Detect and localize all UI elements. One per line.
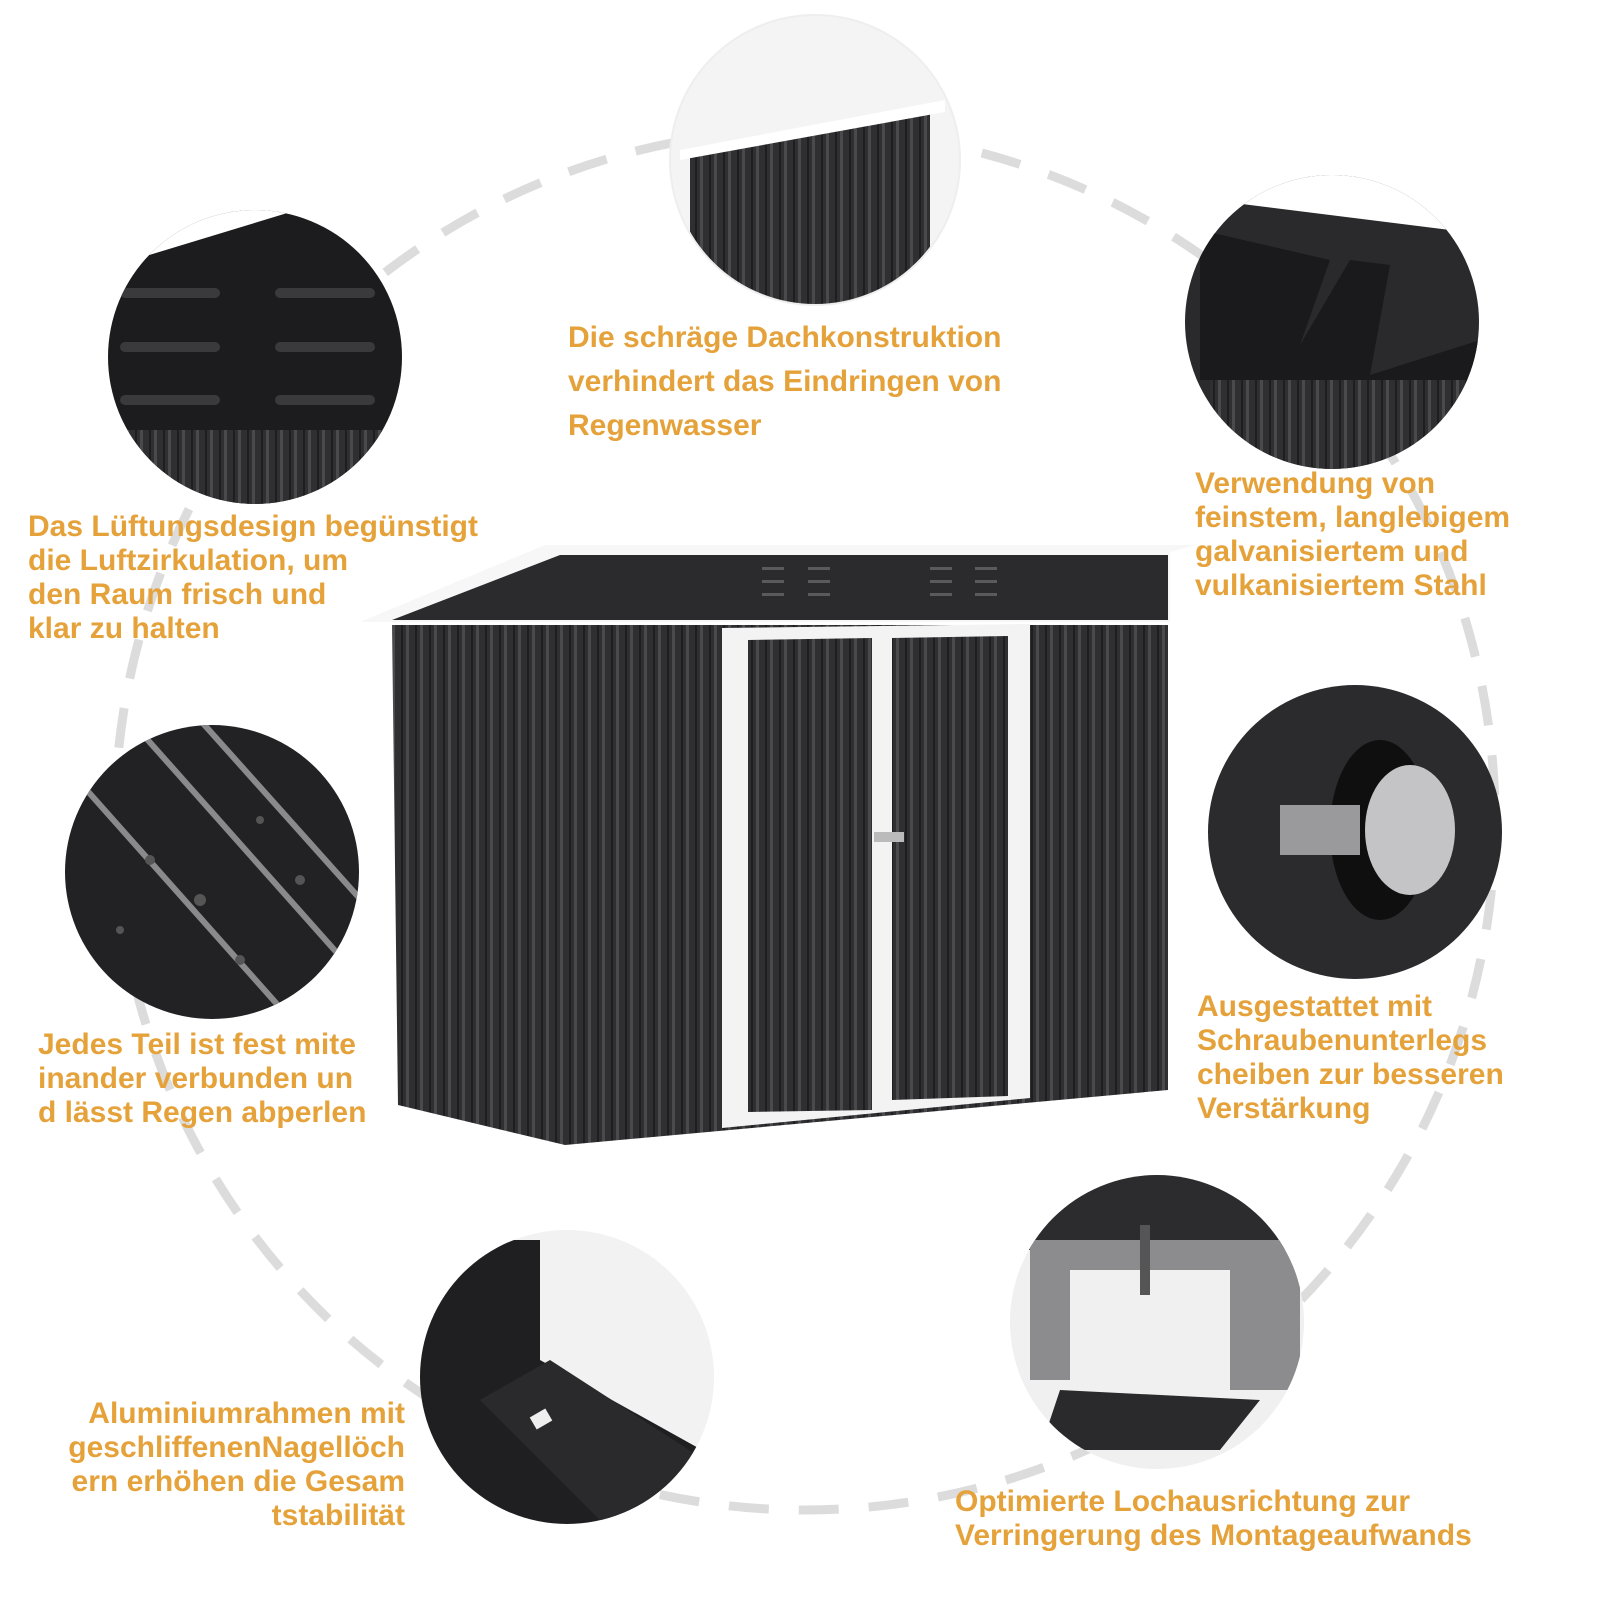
feature-text-line: Optimierte Lochausrichtung zur — [955, 1485, 1411, 1518]
feature-text-line: geschliffenenNagellöch — [68, 1431, 405, 1464]
feature-text-line: ern erhöhen die Gesam — [71, 1465, 405, 1498]
feature-text-line: den Raum frisch und — [28, 578, 327, 611]
feature-text-line: verhindert das Eindringen von — [568, 365, 1002, 398]
feature-text-line: klar zu halten — [28, 612, 220, 645]
feature-text-line: inander verbunden un — [38, 1062, 354, 1095]
frame-corner-image — [420, 1230, 714, 1524]
screw-washer-image — [1208, 685, 1502, 979]
feature-frame: Aluminiumrahmen mit geschliffenenNagellö… — [68, 1397, 405, 1533]
feature-text-line: Verwendung von — [1195, 467, 1436, 500]
feature-panels: Jedes Teil ist fest mite inander verbund… — [38, 1028, 366, 1130]
feature-text-line: Verringerung des Montageaufwands — [955, 1519, 1472, 1552]
feature-text-line: d lässt Regen abperlen — [38, 1096, 367, 1129]
feature-steel: Verwendung von feinstem, langlebigem gal… — [1195, 467, 1510, 603]
feature-text-line: cheiben zur besseren — [1197, 1058, 1504, 1091]
feature-text-line: galvanisiertem und — [1195, 535, 1469, 568]
steel-profile-image — [1185, 175, 1479, 469]
feature-text-line: Die schräge Dachkonstruktion — [568, 321, 1002, 354]
feature-ventilation: Das Lüftungsdesign begünstigt die Luftzi… — [28, 510, 478, 646]
feature-text-line: Verstärkung — [1197, 1092, 1371, 1125]
bracket-screw-image — [1010, 1175, 1304, 1469]
feature-text-line: Ausgestattet mit — [1197, 990, 1433, 1023]
feature-text-line: die Luftzirkulation, um — [28, 544, 348, 577]
wet-panel-image — [65, 725, 359, 1019]
feature-text-line: feinstem, langlebigem — [1195, 501, 1511, 534]
feature-washers: Ausgestattet mit Schraubenunterlegs chei… — [1197, 990, 1504, 1126]
shed-image — [360, 545, 1195, 1145]
feature-text-line: Aluminiumrahmen mit — [88, 1397, 405, 1430]
roof-detail-image — [670, 15, 960, 305]
door-latch-icon — [874, 832, 904, 842]
feature-text-line: Das Lüftungsdesign begünstigt — [28, 510, 478, 543]
feature-holes: Optimierte Lochausrichtung zur Verringer… — [955, 1485, 1472, 1553]
feature-text-line: Regenwasser — [568, 409, 762, 442]
feature-roof: Die schräge Dachkonstruktion verhindert … — [568, 316, 1001, 448]
feature-text-line: Jedes Teil ist fest mite — [38, 1028, 356, 1061]
vent-detail-image — [108, 210, 402, 504]
feature-text-line: vulkanisiertem Stahl — [1195, 569, 1487, 602]
feature-text-line: tstabilität — [271, 1499, 405, 1532]
feature-text-line: Schraubenunterlegs — [1197, 1024, 1488, 1057]
